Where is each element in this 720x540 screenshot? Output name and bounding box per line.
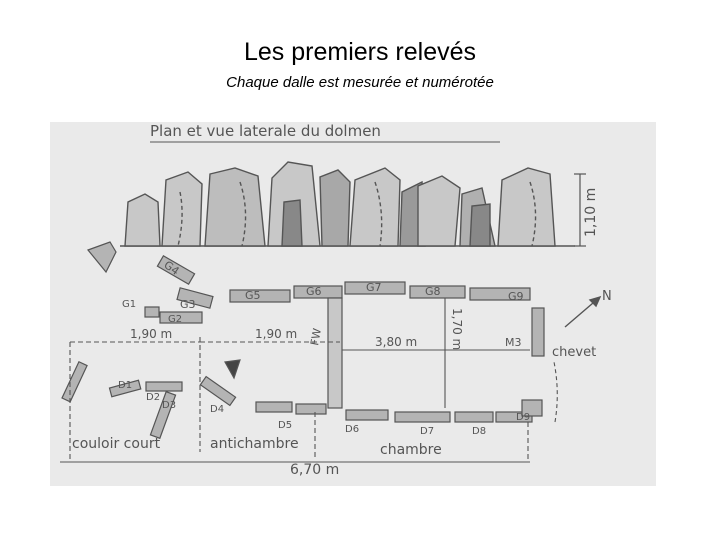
plan-stone-g8 <box>409 285 466 299</box>
label-d1: D1 <box>118 380 132 391</box>
plan-stone-d4 <box>199 375 237 407</box>
elevation-dash-4 <box>529 181 537 247</box>
label-chevet: chevet <box>552 345 596 360</box>
plan-stone-d8b <box>495 411 533 423</box>
label-g5: G5 <box>245 289 261 302</box>
elevation-dash-3 <box>374 181 383 247</box>
label-g7: G7 <box>366 281 382 294</box>
side-elevation <box>120 161 575 247</box>
plan-stone-d5b <box>295 403 327 415</box>
label-d7: D7 <box>420 426 434 437</box>
plan-labels: G4 G3 G1 G2 G5 G6 G7 G8 G9 1,90 m 1,90 m… <box>72 258 612 478</box>
plan-stone-chevet <box>531 307 545 357</box>
plan-stone-d8 <box>454 411 494 423</box>
north-arrow-head <box>588 295 602 308</box>
dolmen-sketch: Plan et vue laterale du dolmen 1,10 m <box>50 122 656 486</box>
label-dim-antichambre: 1,90 m <box>255 327 297 341</box>
label-d9: D9 <box>516 412 530 423</box>
label-dim-total: 6,70 m <box>290 462 339 478</box>
north-arrow <box>564 295 602 328</box>
plan-stone-g4 <box>156 254 196 286</box>
plan-stone-g7 <box>344 281 406 295</box>
elevation-stone-3 <box>204 167 266 247</box>
label-fw: FW <box>308 327 324 346</box>
sketch-heading: Plan et vue laterale du dolmen <box>150 122 381 140</box>
label-couloir: couloir court <box>72 436 161 452</box>
elevation-stone-1 <box>124 193 161 247</box>
label-d2: D2 <box>146 392 160 403</box>
height-dimension-label: 1,10 m <box>583 188 599 237</box>
plan-stone-d3 <box>149 390 177 440</box>
plan-stone-g6 <box>293 285 343 299</box>
plan-stone-d7 <box>394 411 451 423</box>
label-g6: G6 <box>306 285 322 298</box>
label-chambre: chambre <box>380 442 442 458</box>
label-d5: D5 <box>278 420 292 431</box>
elevation-stone-6 <box>349 167 401 247</box>
elevation-stone-11 <box>281 199 303 247</box>
label-dim-couloir: 1,90 m <box>130 327 172 341</box>
plan-stone-g4-outer <box>86 241 117 274</box>
plan-stone-g2 <box>159 311 203 324</box>
elevation-stone-12 <box>469 203 491 247</box>
label-north: N <box>602 289 612 304</box>
elevation-stone-8 <box>417 175 461 247</box>
plan-stone-dark <box>224 359 241 380</box>
chevet-curve <box>553 361 558 423</box>
paper-background <box>50 122 656 486</box>
dolmen-sketch-svg: Plan et vue laterale du dolmen 1,10 m <box>50 122 656 486</box>
elevation-dash-1 <box>177 191 183 247</box>
plan-stone-g3 <box>176 287 214 309</box>
label-g1: G1 <box>122 299 136 310</box>
plan-stone-d9 <box>521 399 543 417</box>
plan-stone-fw <box>327 297 343 409</box>
slide-title: Les premiers relevés <box>243 38 477 66</box>
label-m3: M3 <box>505 336 522 349</box>
label-g3: G3 <box>180 298 196 311</box>
plan-stone-d6 <box>345 409 389 421</box>
label-g8: G8 <box>425 285 441 298</box>
plan-stone-d1 <box>108 379 142 398</box>
label-dim-chambre: 3,80 m <box>375 335 417 349</box>
plan-stones <box>61 241 545 440</box>
plan-stone-g9 <box>469 287 531 301</box>
plan-stone-couloir-1 <box>61 360 88 403</box>
slide-subtitle: Chaque dalle est mesurée et numérotée <box>226 74 494 91</box>
height-dimension <box>574 173 586 247</box>
elevation-stone-10 <box>497 167 556 247</box>
label-dim-width: 1,70 m <box>450 308 464 350</box>
plan-stone-g1 <box>144 306 160 318</box>
plan-stone-d2 <box>145 381 183 392</box>
plan-stone-d5 <box>255 401 293 413</box>
label-d4: D4 <box>210 404 224 415</box>
label-d3: D3 <box>162 400 176 411</box>
label-g9: G9 <box>508 290 524 303</box>
elevation-stone-5 <box>319 169 351 247</box>
elevation-dash-2 <box>239 181 247 247</box>
plan-dimensions <box>60 298 558 463</box>
label-d6: D6 <box>345 424 359 435</box>
plan-stone-g5 <box>229 289 291 303</box>
label-d8: D8 <box>472 426 486 437</box>
label-g2: G2 <box>168 314 182 325</box>
label-antichambre: antichambre <box>210 436 299 452</box>
